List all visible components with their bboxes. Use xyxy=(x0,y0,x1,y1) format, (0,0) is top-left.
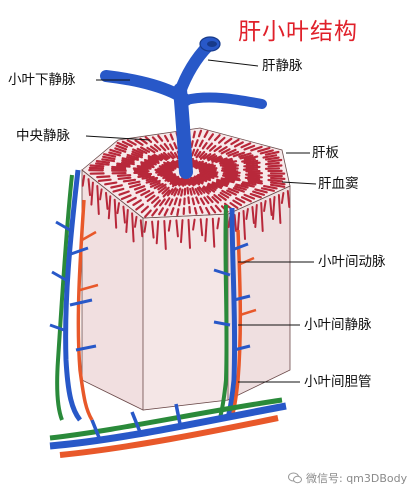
hepatic-plate-cord xyxy=(190,189,191,195)
label-sublobular-vein: 小叶下静脉 xyxy=(8,72,76,88)
hepatic-plate-cord xyxy=(193,199,194,205)
hepatic-plate-cord xyxy=(189,207,190,213)
hepatic-plate-cord xyxy=(138,176,150,177)
hepatic-plate-cord xyxy=(266,163,279,164)
hepatic-plate-cord xyxy=(192,141,193,147)
hepatic-plate-cord xyxy=(244,169,257,170)
label-hepatic-sinusoid: 肝血窦 xyxy=(318,176,359,192)
label-hepatic-plate: 肝板 xyxy=(312,145,339,161)
label-central-vein: 中央静脉 xyxy=(16,128,70,144)
hepatic-plate-cord xyxy=(91,166,104,167)
hepatic-plate-cord xyxy=(194,132,195,138)
hepatic-plate-cord xyxy=(112,169,125,170)
hepatic-plate-cord xyxy=(188,197,189,203)
watermark-text: 微信号: qm3DBody xyxy=(306,470,407,486)
hepatic-plate-cord xyxy=(269,166,282,167)
label-interlobular-vein: 小叶间静脉 xyxy=(304,317,372,333)
hepatic-plate-cord xyxy=(96,164,109,165)
hepatic-plate-cord xyxy=(177,209,178,215)
hepatic-plate-cord xyxy=(139,174,151,175)
hepatic-plate-cord xyxy=(179,200,180,206)
hepatic-plate-cord xyxy=(97,176,109,177)
hepatic-plate-cord xyxy=(181,190,182,196)
hepatic-plate-cord xyxy=(246,175,259,176)
hepatic-plate-cord xyxy=(266,168,279,169)
hepatic-plate-cord xyxy=(271,178,284,179)
hepatic-plate-cord xyxy=(97,161,109,163)
hepatic-plate-cord xyxy=(188,188,189,194)
label-interlobular-artery: 小叶间动脉 xyxy=(318,254,386,270)
watermark: 微信号: qm3DBody xyxy=(288,470,407,486)
hepatic-plate-cord xyxy=(195,208,196,214)
hepatic-plate-cord xyxy=(269,180,282,181)
wechat-icon xyxy=(288,472,302,484)
hepatic-plate-cord xyxy=(90,168,103,169)
hepatic-plate-cord xyxy=(244,165,257,166)
hepatic-plate-cord xyxy=(247,167,260,168)
label-interlobular-bile-duct: 小叶间胆管 xyxy=(304,374,372,390)
diagram-title: 肝小叶结构 xyxy=(238,12,408,46)
hepatic-plate-cord xyxy=(99,180,111,181)
label-hepatic-vein: 肝静脉 xyxy=(262,58,303,74)
hepatic-plate-cord xyxy=(119,178,131,179)
hepatic-plate-cord xyxy=(269,176,282,177)
hepatic-plate-cord xyxy=(118,175,130,176)
